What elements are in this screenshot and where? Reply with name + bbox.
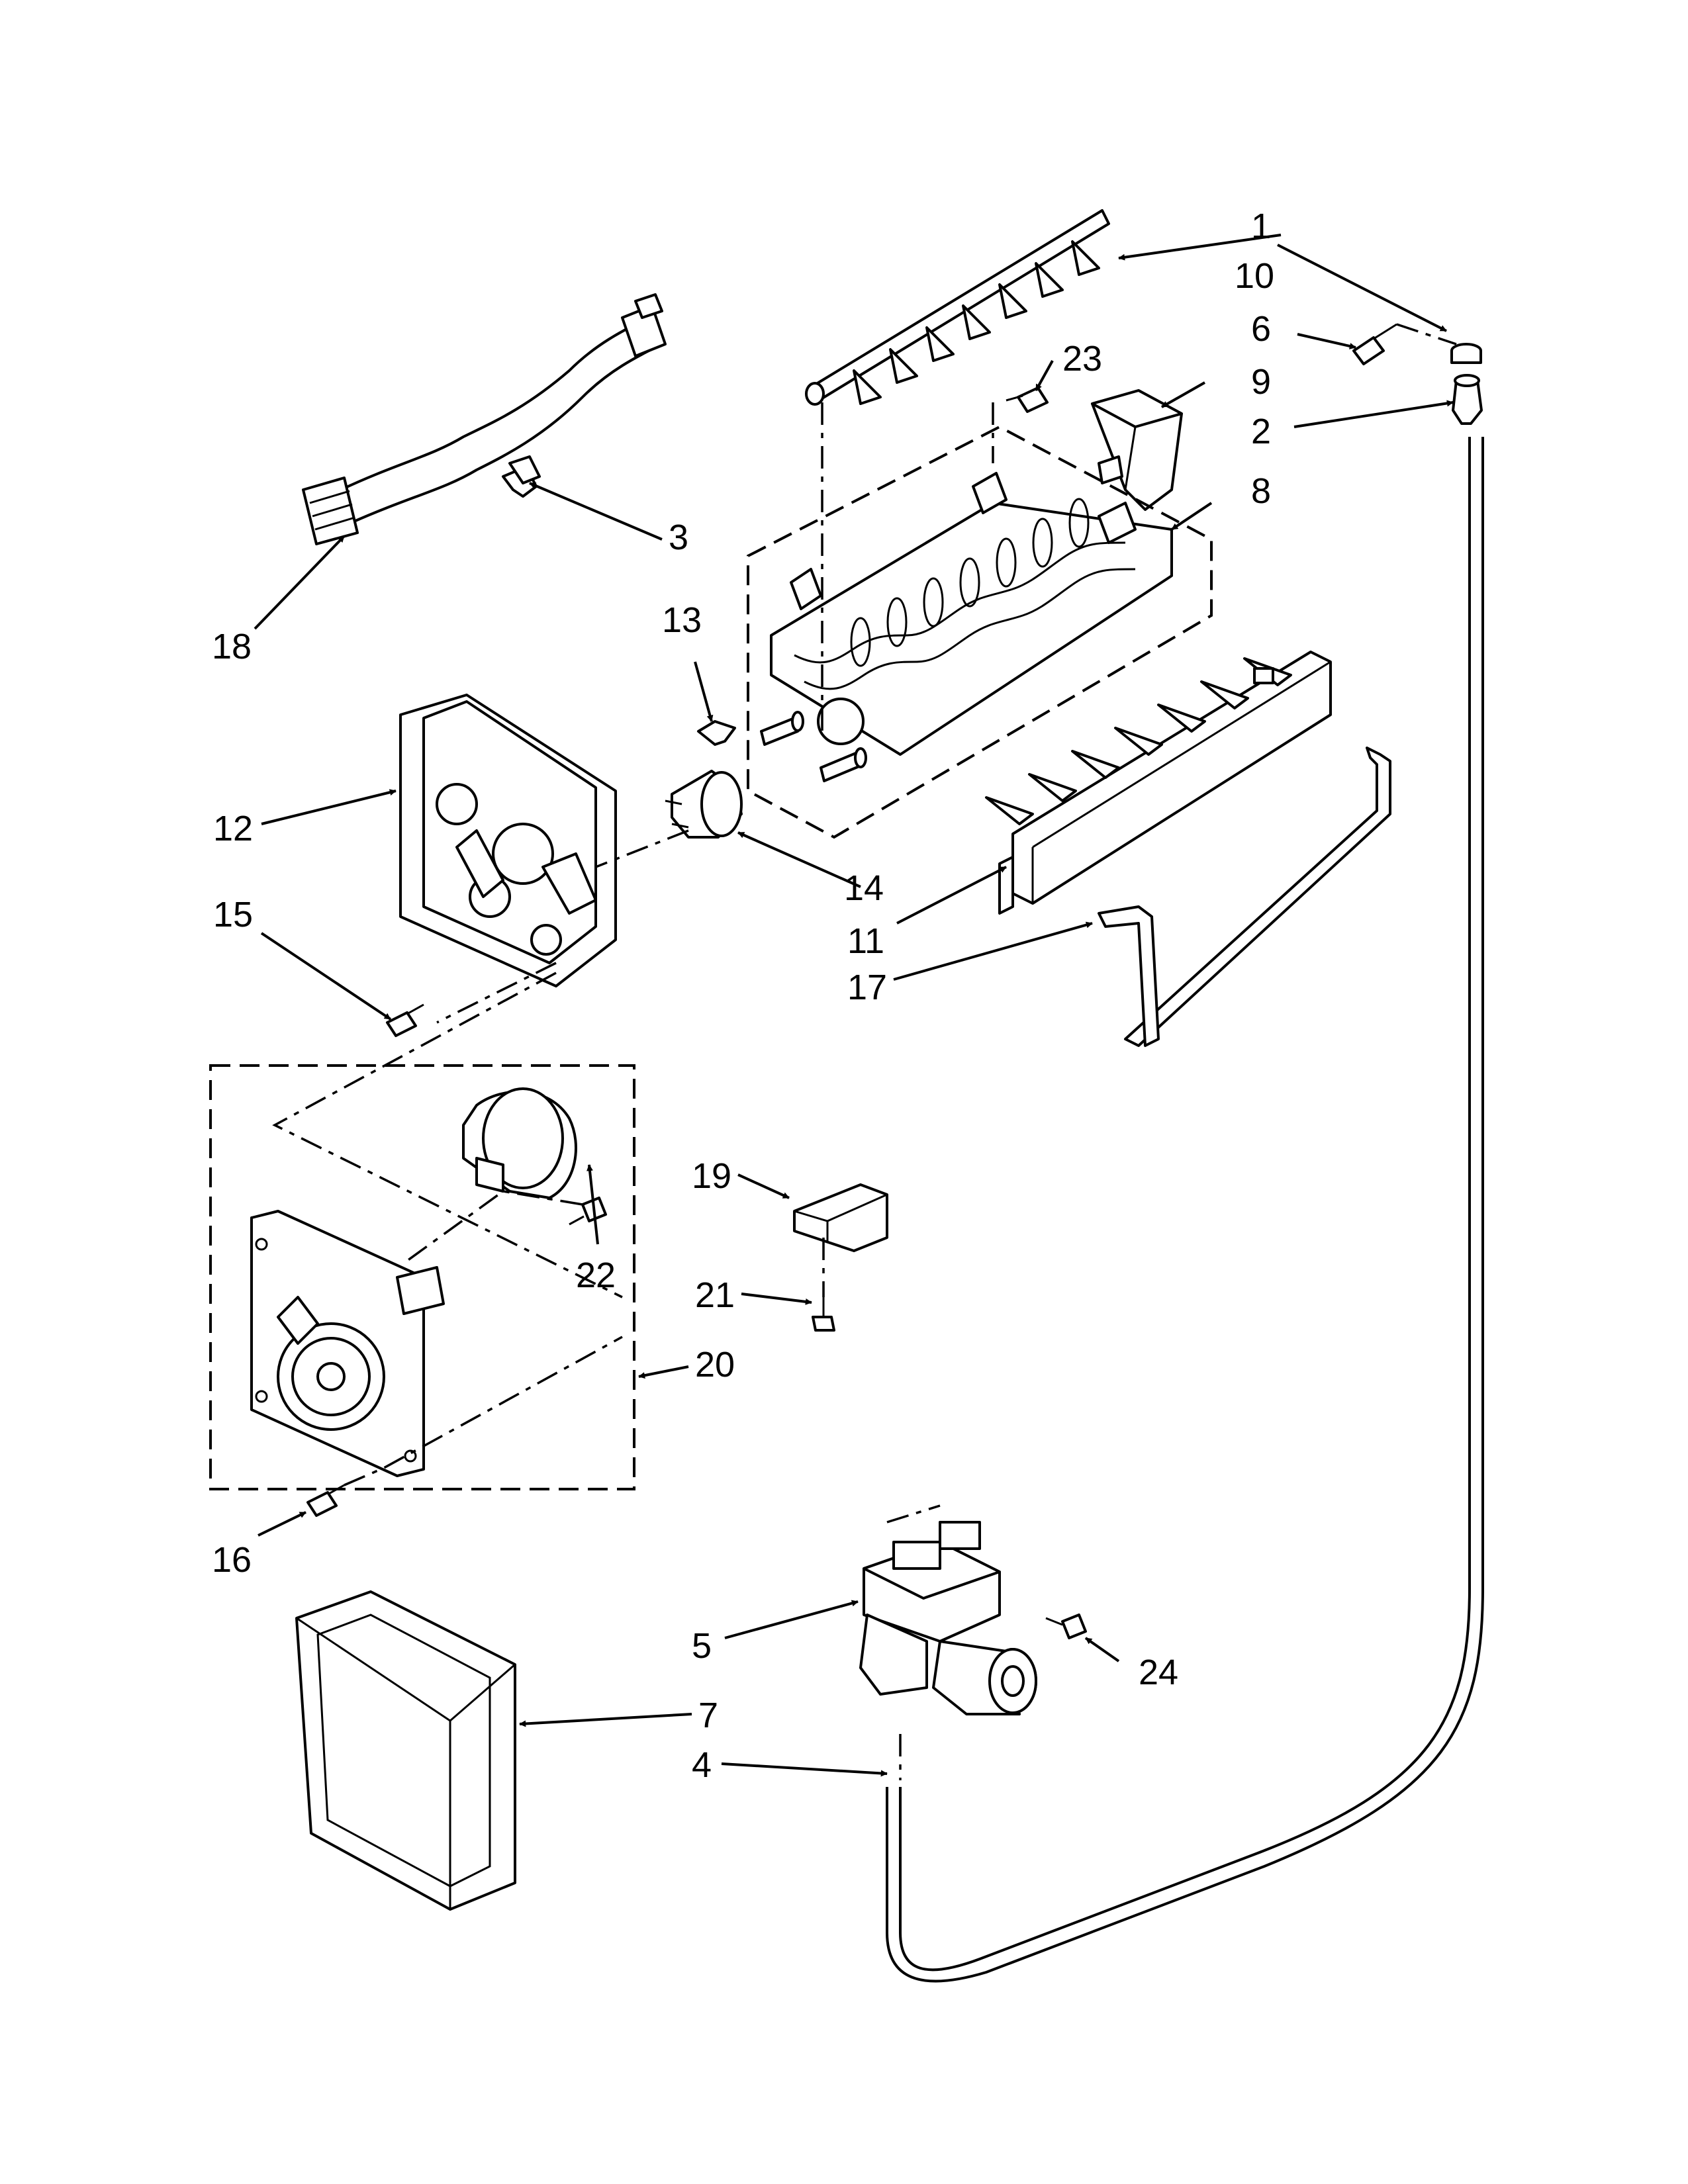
label-13: 13	[662, 600, 702, 640]
label-1: 1	[1251, 206, 1271, 246]
label-3: 3	[669, 518, 688, 557]
ejector-shaft-part	[805, 209, 1110, 406]
screw-22-part	[569, 1197, 607, 1226]
thermostat-part	[665, 770, 743, 839]
label-10: 10	[1235, 256, 1274, 296]
label-22: 22	[576, 1255, 616, 1295]
label-6: 6	[1251, 309, 1271, 349]
bracket-part	[793, 1183, 888, 1252]
label-21: 21	[695, 1275, 735, 1315]
clip-part	[697, 720, 736, 746]
label-7: 7	[698, 1696, 718, 1735]
label-9: 9	[1251, 362, 1271, 402]
motor-part	[462, 1087, 577, 1199]
screw-24-part	[1045, 1614, 1087, 1639]
stripper-part	[985, 651, 1332, 915]
leader-arrows	[254, 234, 1454, 1777]
water-line-part	[899, 437, 1471, 1972]
gear-housing-part	[250, 1210, 445, 1477]
screw-23-part	[1006, 387, 1049, 413]
screw-21-part	[812, 1297, 835, 1332]
label-2: 2	[1251, 412, 1271, 451]
water-valve-part	[859, 1521, 1037, 1715]
label-8: 8	[1251, 471, 1271, 511]
label-17: 17	[847, 968, 887, 1007]
mold-part	[747, 425, 1213, 839]
label-12: 12	[213, 809, 253, 848]
label-15: 15	[213, 895, 253, 934]
motor-assembly-box	[209, 1064, 635, 1490]
label-24: 24	[1139, 1653, 1178, 1692]
control-housing-part	[399, 694, 617, 987]
screw-15-part	[386, 1003, 424, 1037]
fitting-part	[1450, 343, 1483, 425]
harness-clip-part	[508, 455, 541, 484]
screw-6-part	[1352, 323, 1397, 365]
phantom-lines	[272, 323, 1457, 1780]
label-18: 18	[212, 627, 252, 666]
label-16: 16	[212, 1540, 252, 1580]
cover-part	[295, 1590, 516, 1911]
wire-harness-part	[302, 293, 667, 545]
label-14: 14	[844, 868, 884, 908]
label-5: 5	[692, 1626, 712, 1666]
label-20: 20	[695, 1345, 735, 1385]
label-23: 23	[1062, 339, 1102, 379]
fill-cup-part	[1091, 389, 1183, 511]
label-4: 4	[692, 1745, 712, 1785]
label-11: 11	[847, 921, 884, 961]
label-19: 19	[692, 1156, 731, 1196]
